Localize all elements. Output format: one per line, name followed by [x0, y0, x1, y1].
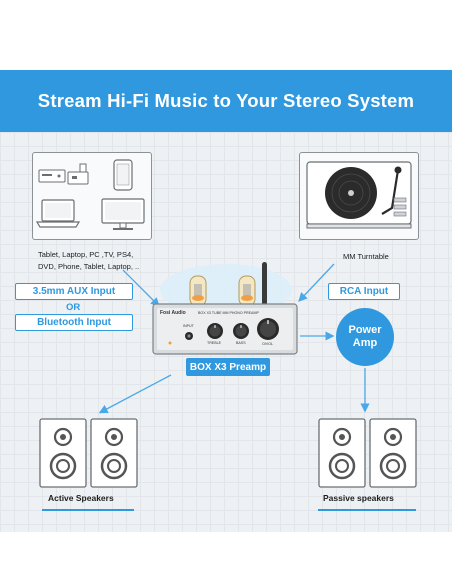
set-top-box-icon — [67, 163, 89, 185]
turntable-caption: MM Turntable — [343, 252, 389, 261]
title-banner: Stream Hi-Fi Music to Your Stereo System — [0, 70, 452, 132]
rca-input-label: RCA Input — [328, 283, 400, 300]
treble-knob-label: TREBLE — [207, 341, 221, 345]
preamp-label: BOX X3 Preamp — [186, 358, 270, 376]
sources-caption-line1: Tablet, Laptop, PC ,TV, PS4, — [38, 250, 134, 259]
laptop-icon — [35, 199, 81, 228]
tonearm-icon — [381, 169, 400, 215]
passive-speaker-left-icon — [318, 418, 366, 488]
active-speaker-left-icon — [39, 418, 87, 488]
arrow-turntable-to-preamp — [298, 263, 335, 302]
bluetooth-input-label: Bluetooth Input — [15, 314, 133, 331]
banner-title: Stream Hi-Fi Music to Your Stereo System — [37, 90, 415, 111]
passive-speakers-underline — [318, 509, 416, 511]
passive-speakers-label: Passive speakers — [323, 493, 394, 503]
preamp-model-text: BOX X3 TUBE MM PHONO PREAMP — [198, 311, 259, 315]
top-margin — [0, 0, 452, 70]
bass-knob — [233, 323, 249, 339]
or-label: OR — [66, 302, 81, 313]
power-amp-badge: Power Amp — [336, 308, 394, 366]
preamp-brand: Fosi Audio — [160, 310, 186, 316]
treble-knob — [207, 323, 223, 339]
active-speaker-right-icon — [90, 418, 138, 488]
bluetooth-antenna-icon — [262, 262, 267, 306]
dvd-player-icon — [38, 169, 66, 183]
bottom-margin — [0, 532, 452, 584]
arrow-sources-to-preamp — [122, 269, 160, 307]
preamp-input-label: INPUT — [183, 324, 194, 328]
power-amp-line1: Power — [348, 324, 382, 336]
volume-knob-label: O/VOL — [262, 342, 273, 346]
phone-icon — [113, 159, 133, 191]
vacuum-tube-icon-right — [238, 275, 256, 307]
monitor-icon — [101, 198, 145, 230]
bass-knob-label: BASS — [236, 341, 246, 345]
sources-caption-line2: DVD, Phone, Tablet, Laptop, .. — [38, 262, 140, 271]
active-speakers-underline — [42, 509, 134, 511]
passive-speaker-right-icon — [369, 418, 417, 488]
arrow-preamp-to-active-speakers — [98, 374, 172, 414]
aux-input-label: 3.5mm AUX Input — [15, 283, 133, 300]
volume-knob — [257, 318, 279, 340]
power-amp-line2: Amp — [352, 337, 378, 349]
active-speakers-label: Active Speakers — [48, 493, 114, 503]
